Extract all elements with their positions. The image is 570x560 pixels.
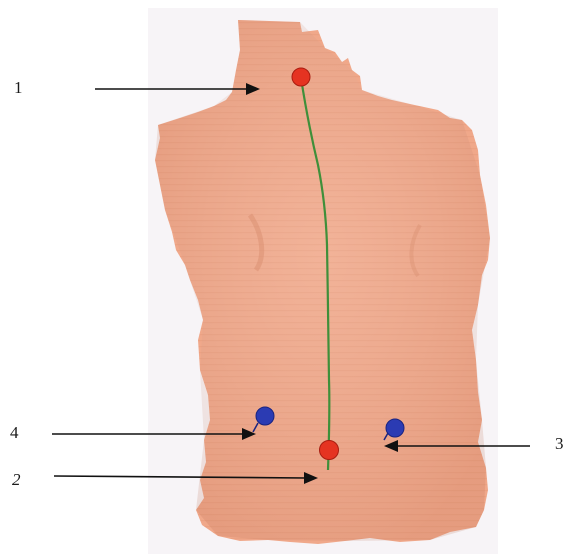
label-3: 3 <box>555 435 564 452</box>
pelvic-marker-right <box>386 419 404 437</box>
vertebra-marker-bottom <box>320 441 339 460</box>
label-1: 1 <box>14 79 23 96</box>
vertebra-marker-top <box>292 68 310 86</box>
label-2: 2 <box>12 471 21 488</box>
pelvic-marker-left <box>256 407 274 425</box>
label-4: 4 <box>10 424 19 441</box>
